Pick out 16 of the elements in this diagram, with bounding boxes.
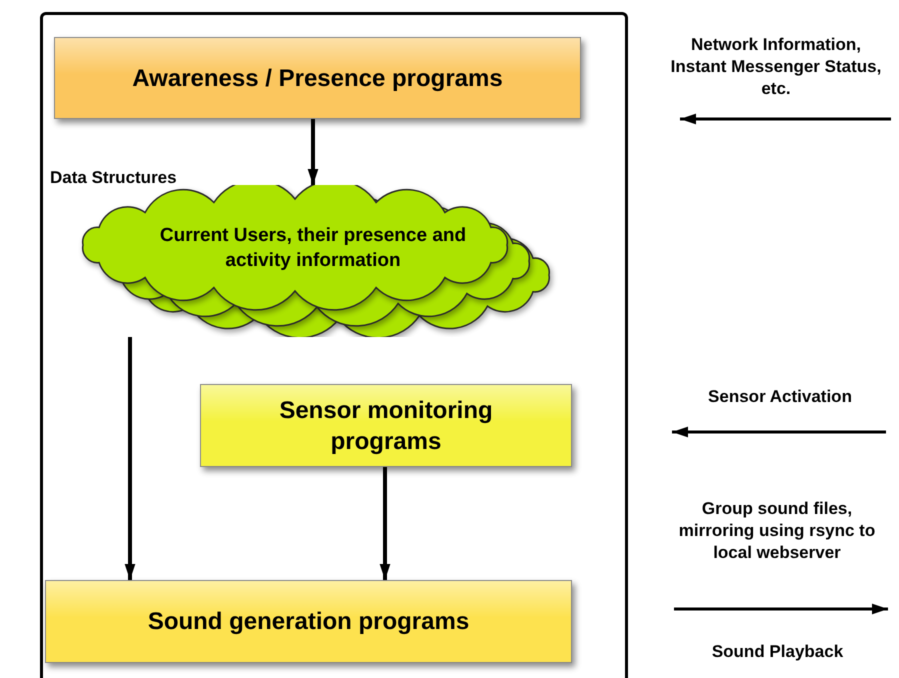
cloud-text: Current Users, their presence and activity information (158, 224, 468, 273)
structure-caption: Data Structures (50, 167, 178, 189)
arrow (124, 337, 136, 580)
box-title: Sensor monitoring programs (278, 396, 494, 456)
arrow (380, 467, 390, 580)
system-frame (40, 12, 628, 678)
program-box (200, 384, 572, 467)
box-title: Sound generation programs (148, 607, 470, 637)
flow-note: Network Information, Instant Messenger Status, etc. (670, 34, 882, 100)
flow-note: Sensor Activation (707, 386, 853, 408)
program-box (45, 580, 572, 663)
flow-note: Group sound files, mirroring using rsync to local webserver (678, 498, 876, 564)
program-box (54, 37, 581, 119)
arrow (308, 119, 318, 185)
box-title: Awareness / Presence programs (132, 64, 503, 94)
flow-note: Sound Playback (710, 641, 844, 663)
